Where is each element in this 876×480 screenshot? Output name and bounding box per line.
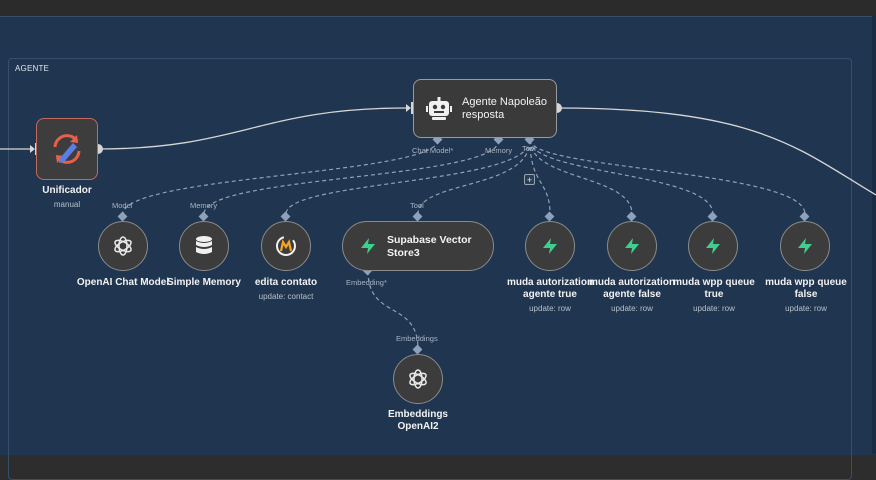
- muda-wpp-true-title: muda wpp queue true: [673, 277, 755, 300]
- openai-icon: [114, 236, 132, 256]
- conn-embedding: [367, 270, 419, 350]
- port-tool-wpp-false: [799, 211, 810, 222]
- add-tool-button[interactable]: +: [524, 174, 535, 185]
- arrow-unificador-input: [30, 145, 35, 153]
- simple-memory-title: Simple Memory: [167, 277, 241, 288]
- unificador-subtitle: manual: [53, 200, 81, 209]
- agent-input-handle: [411, 102, 414, 114]
- port-label-embeddings: Embeddings: [396, 334, 438, 343]
- connections-layer: [0, 102, 876, 355]
- supabase-icon: [798, 238, 812, 254]
- port-memory-simple: [198, 211, 209, 222]
- database-icon: [196, 236, 212, 254]
- node-muda-aut-false[interactable]: [607, 221, 657, 271]
- embeddings-title: Embeddings OpenAI2: [387, 409, 448, 432]
- node-edita-contato[interactable]: [261, 221, 311, 271]
- supabase-title: Supabase Vector Store3: [387, 234, 472, 259]
- node-muda-aut-true[interactable]: [525, 221, 575, 271]
- port-tool-edita: [280, 211, 291, 222]
- merge-code-icon: [53, 134, 81, 164]
- port-tool-supabase: [412, 211, 423, 222]
- agent-title: Agente Napoleão resposta: [462, 96, 548, 121]
- edita-contato-subtitle: update: contact: [258, 292, 314, 301]
- conn-tool-edita: [285, 139, 531, 215]
- conn-tool-aut-false: [529, 139, 633, 215]
- port-label-memory-in: Memory: [190, 201, 218, 210]
- muda-aut-false-title: muda autorization agente false: [588, 277, 676, 300]
- port-label-tool: Tool: [522, 144, 536, 153]
- muda-wpp-false-subtitle: update: row: [785, 304, 827, 313]
- muda-aut-true-title: muda autorization agente true: [506, 277, 594, 300]
- conn-chat-model: [122, 139, 439, 215]
- openai-chat-title: OpenAI Chat Model: [76, 277, 170, 288]
- conn-tool-supabase: [417, 139, 531, 215]
- port-embeddings-in: [412, 344, 423, 355]
- canvas-scroll-edge: [872, 16, 876, 454]
- supabase-icon: [361, 238, 375, 254]
- unificador-title: Unificador: [42, 185, 92, 196]
- edita-contato-title: edita contato: [254, 277, 318, 288]
- node-muda-wpp-true[interactable]: [688, 221, 738, 271]
- supabase-icon: [543, 238, 557, 254]
- port-label-chat-model: Chat Model*: [412, 146, 454, 155]
- top-bar: [0, 0, 876, 16]
- node-agent[interactable]: Agente Napoleão resposta: [413, 79, 557, 138]
- conn-tool-wpp-true: [529, 139, 714, 215]
- muda-aut-false-subtitle: update: row: [611, 304, 653, 313]
- arrow-agent-input: [406, 104, 411, 112]
- crm-icon: [276, 236, 296, 256]
- port-label-memory: Memory: [485, 146, 513, 155]
- conn-tool-wpp-false: [529, 139, 806, 215]
- node-openai-chat-model[interactable]: [98, 221, 148, 271]
- supabase-icon: [706, 238, 720, 254]
- port-model-openai: [117, 211, 128, 222]
- port-tool-aut-false: [626, 211, 637, 222]
- robot-icon: [426, 97, 452, 120]
- openai-icon: [409, 369, 427, 389]
- node-simple-memory[interactable]: [179, 221, 229, 271]
- connection-unificador-agent: [97, 107, 407, 150]
- node-unificador[interactable]: [36, 118, 98, 180]
- muda-wpp-true-subtitle: update: row: [693, 304, 735, 313]
- muda-aut-true-subtitle: update: row: [529, 304, 571, 313]
- connection-agent-output: [556, 107, 876, 196]
- muda-wpp-false-title: muda wpp queue false: [765, 277, 847, 300]
- port-label-model: Model: [112, 201, 133, 210]
- node-muda-wpp-false[interactable]: [780, 221, 830, 271]
- group-label: AGENTE: [15, 64, 50, 73]
- port-tool-aut-true: [544, 211, 555, 222]
- node-supabase-vector-store[interactable]: Supabase Vector Store3: [342, 221, 494, 271]
- port-label-embedding: Embedding*: [346, 278, 387, 287]
- node-embeddings-openai[interactable]: [393, 354, 443, 404]
- port-label-supabase-tool: Tool: [410, 201, 424, 210]
- supabase-icon: [625, 238, 639, 254]
- conn-tool-aut-true: [529, 139, 551, 215]
- port-tool-wpp-true: [707, 211, 718, 222]
- conn-memory: [203, 139, 500, 215]
